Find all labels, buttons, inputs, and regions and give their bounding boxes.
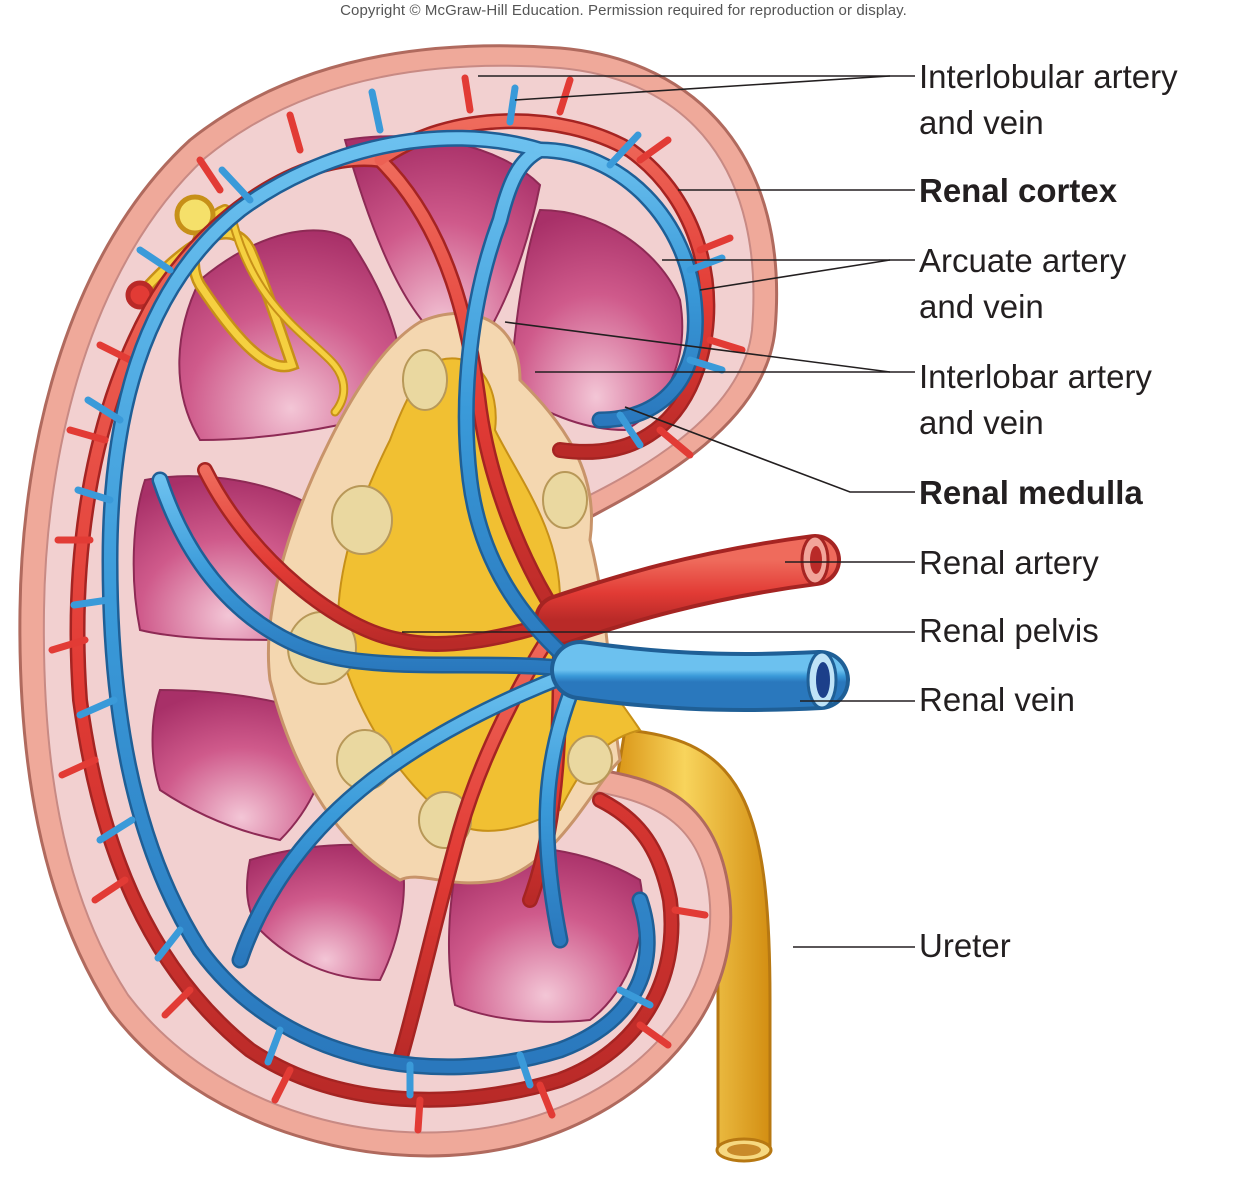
leader-lines [402,75,915,948]
leader-medulla [624,406,915,493]
label-renal-artery: Renal artery [919,544,1099,581]
label-arcuate-artery-vein: Arcuate artery and vein [919,242,1127,325]
label-renal-pelvis: Renal pelvis [919,612,1099,649]
label-renal-vein: Renal vein [919,681,1075,718]
label-ureter: Ureter [919,927,1011,964]
label-interlobular-artery-vein: Interlobular artery and vein [919,58,1178,141]
label-renal-cortex: Renal cortex [919,172,1118,209]
leader-interlobular-vein [514,75,891,101]
leader-arcuate-artery [699,259,891,291]
label-renal-medulla: Renal medulla [919,474,1143,511]
label-interlobar-artery-vein: Interlobar artery and vein [919,358,1152,441]
veins [70,84,850,1099]
copyright-notice: Copyright © McGraw-Hill Education. Permi… [340,2,907,19]
